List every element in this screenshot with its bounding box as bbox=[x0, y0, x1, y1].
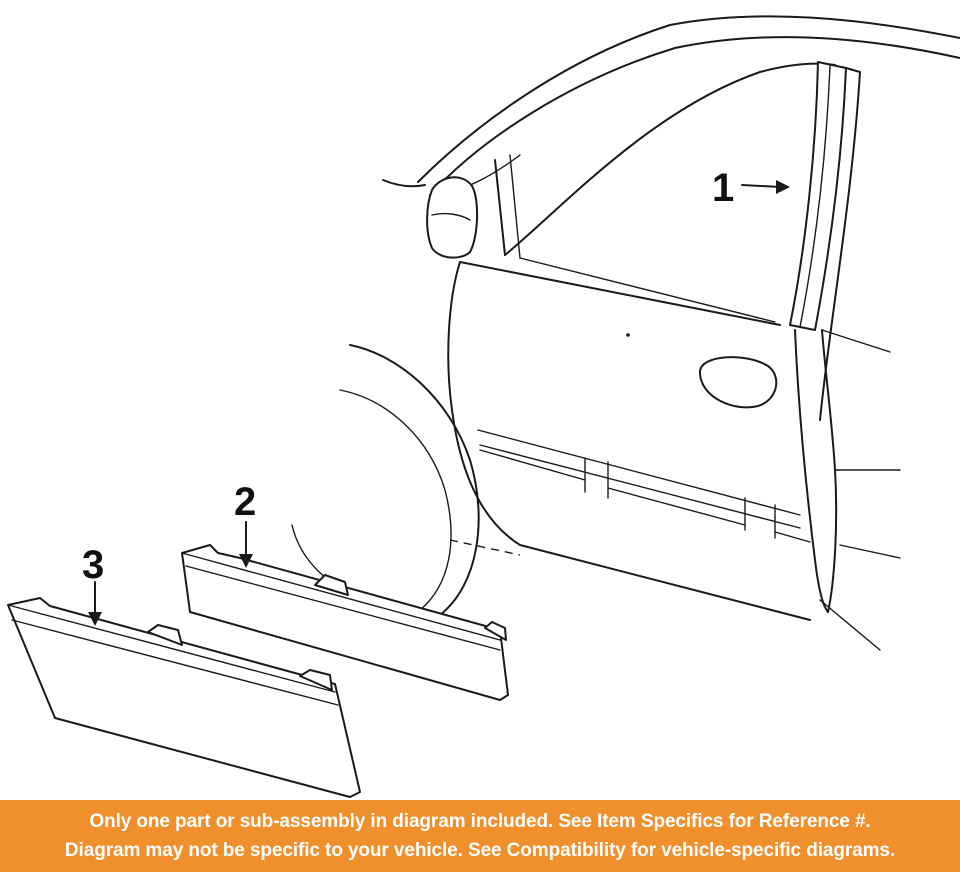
part-3-molding bbox=[7, 597, 361, 798]
callout-arrow-2 bbox=[239, 521, 253, 568]
disclaimer-line-2: Diagram may not be specific to your vehi… bbox=[64, 840, 896, 861]
disclaimer-banner: Only one part or sub-assembly in diagram… bbox=[0, 800, 960, 872]
disclaimer-line-1: Only one part or sub-assembly in diagram… bbox=[89, 811, 871, 832]
callout-2: 2 bbox=[234, 480, 256, 524]
callout-arrow-1 bbox=[741, 180, 790, 194]
body-side-lines bbox=[449, 429, 881, 651]
callout-arrow-3 bbox=[88, 581, 102, 626]
side-mirror bbox=[426, 176, 479, 259]
door-window bbox=[459, 62, 836, 326]
part-2-molding bbox=[181, 544, 509, 701]
roof-outline bbox=[417, 15, 960, 199]
b-pillar-weatherstrip bbox=[789, 61, 861, 421]
parts-diagram: 1 2 3 bbox=[7, 15, 960, 798]
door-handle bbox=[626, 333, 778, 409]
wheel-arch bbox=[291, 344, 480, 616]
door-panel bbox=[447, 261, 901, 621]
callout-1: 1 bbox=[712, 166, 734, 210]
a-pillar bbox=[382, 154, 521, 259]
callout-3: 3 bbox=[82, 543, 104, 587]
